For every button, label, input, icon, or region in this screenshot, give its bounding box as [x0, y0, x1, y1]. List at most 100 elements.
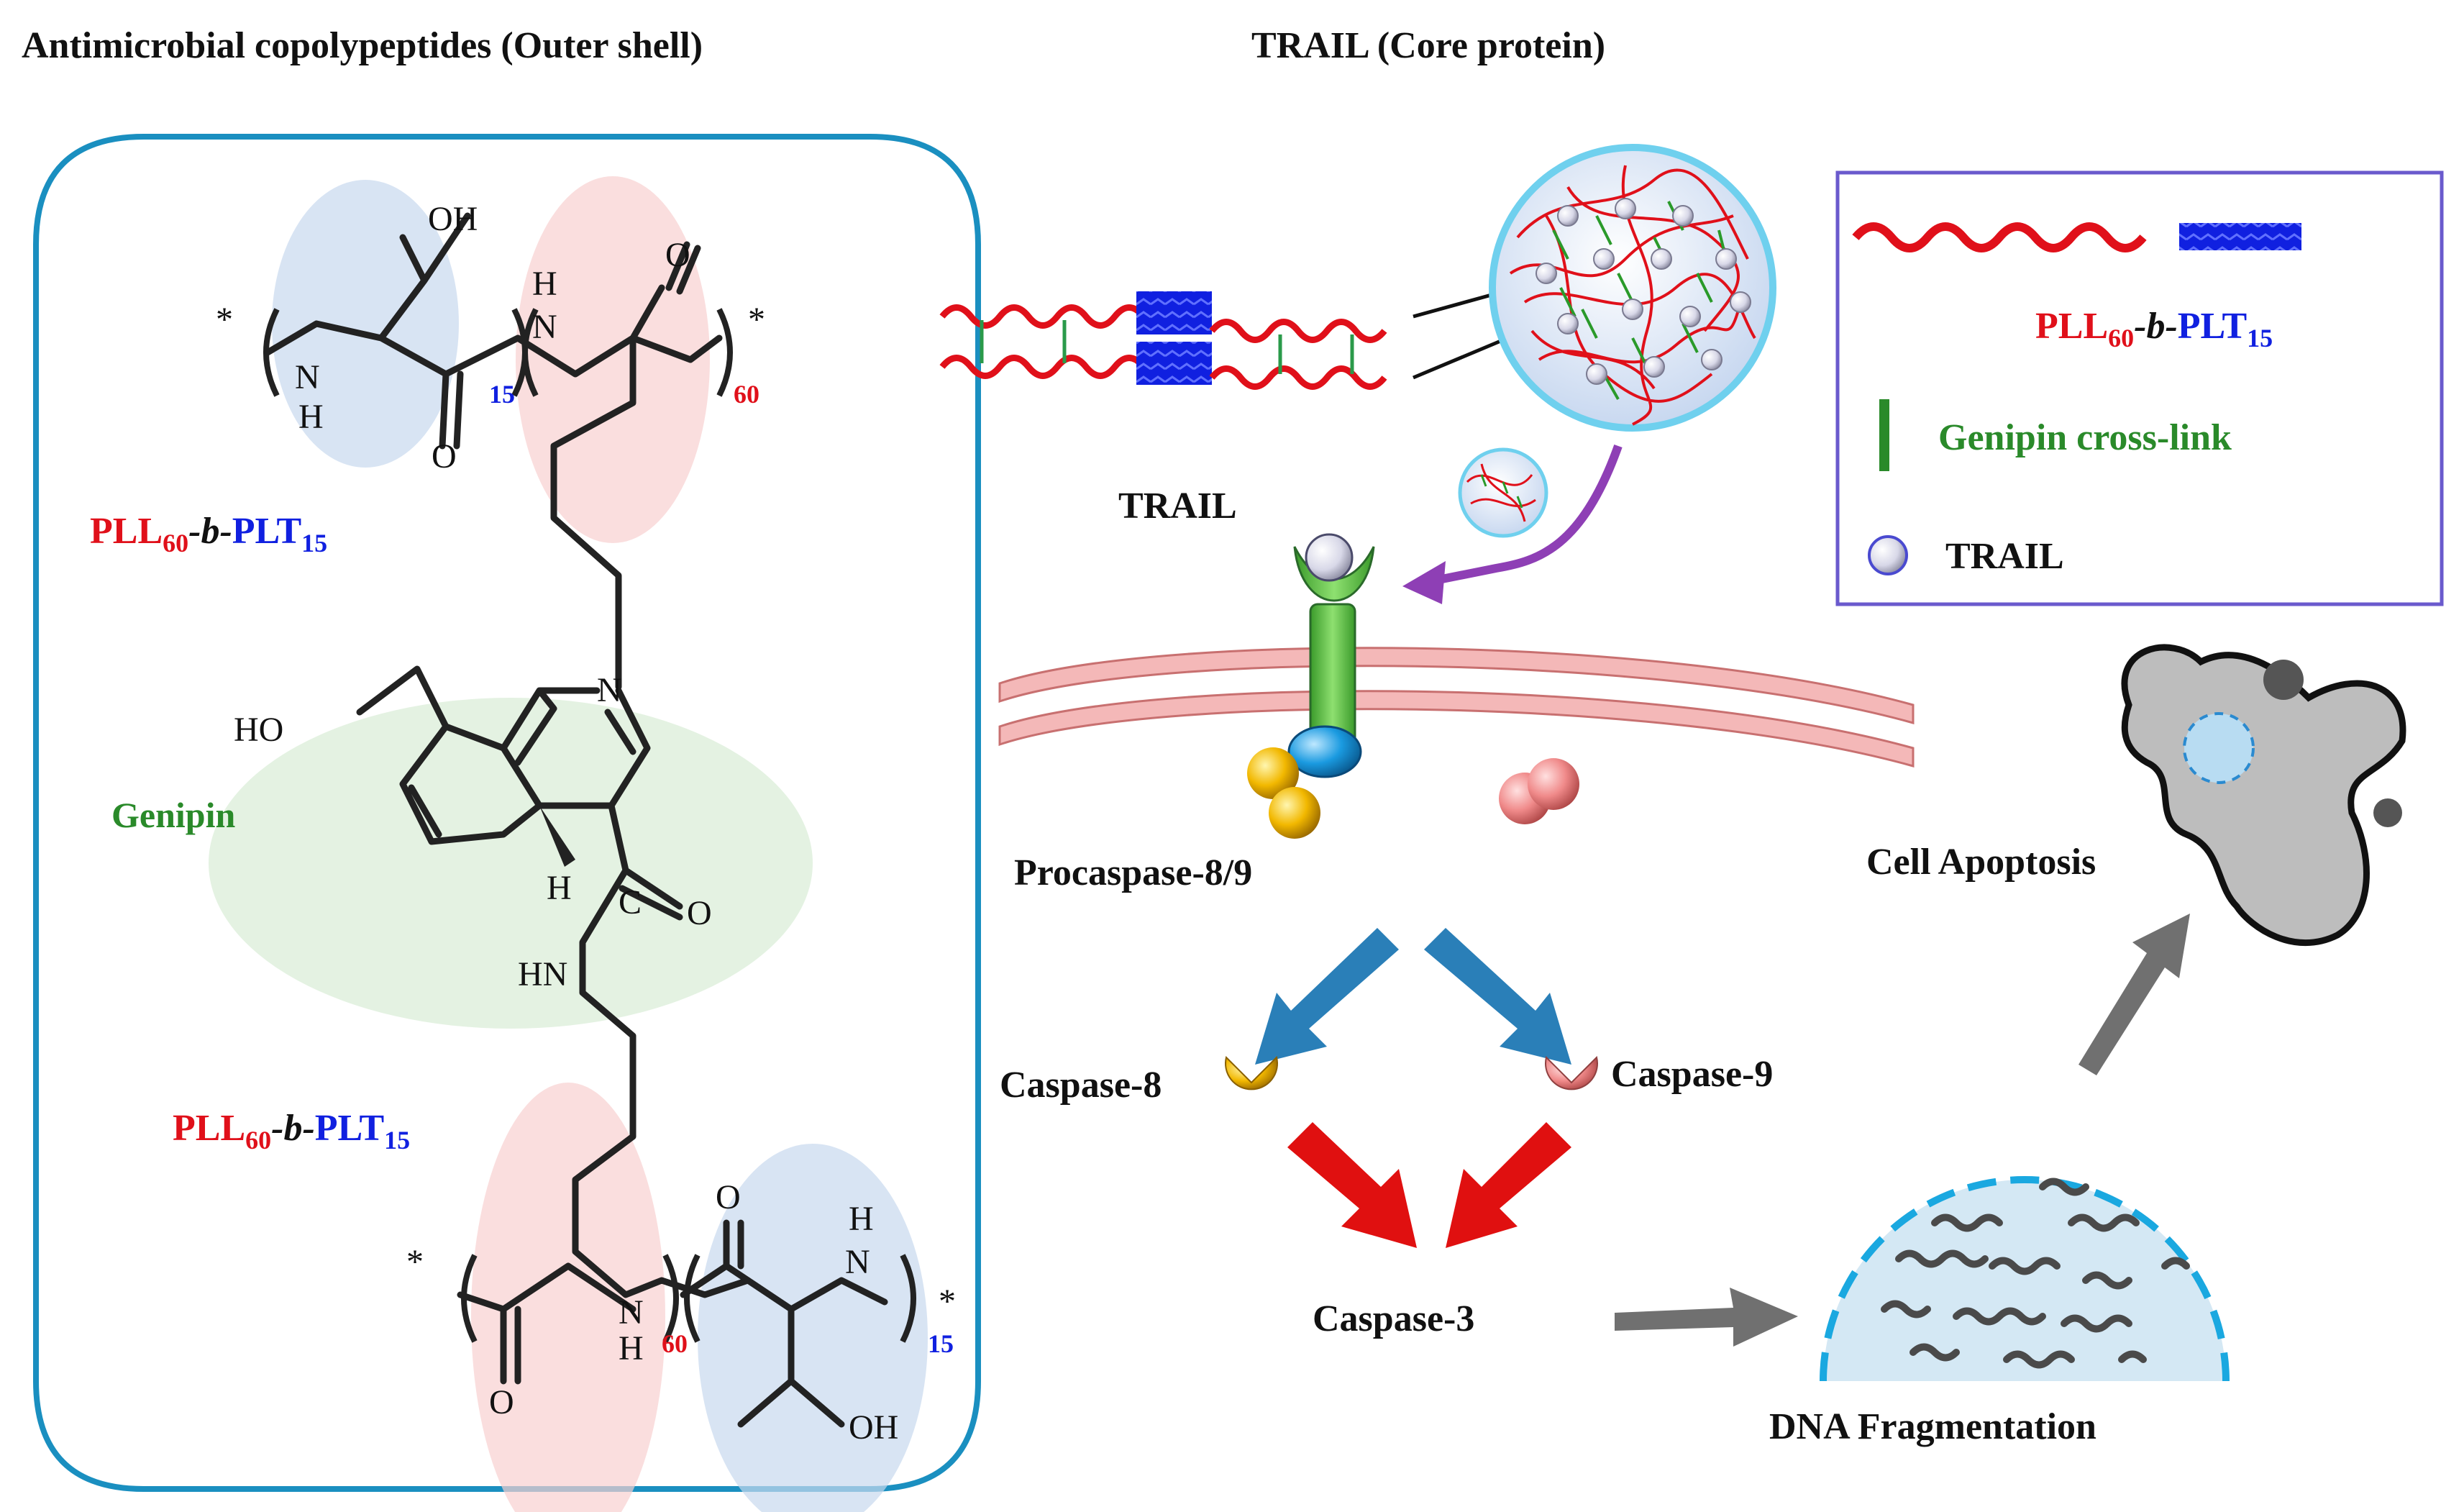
atom-h-bottom-right: H — [849, 1200, 874, 1238]
apoptotic-cell — [2121, 644, 2406, 946]
atom-n-bottom-mid: N — [619, 1293, 644, 1331]
outer-shell-heading: Antimicrobial copolypeptides (Outer shel… — [22, 25, 703, 66]
dna-fragmentation-label: DNA Fragmentation — [1769, 1406, 2096, 1447]
red-chain-lower-left — [939, 355, 1175, 379]
adaptor-protein — [1287, 725, 1362, 778]
genipin-highlight — [209, 698, 813, 1029]
nanoparticle-sphere — [1489, 144, 1776, 432]
dna-fragmentation-nucleus — [1820, 1176, 2230, 1382]
caspase9-label: Caspase-9 — [1611, 1054, 1773, 1095]
core-protein-heading: TRAIL (Core protein) — [1251, 25, 1605, 66]
caspase9-icon — [1545, 1056, 1598, 1090]
subscript-15-bottom: 15 — [928, 1329, 954, 1358]
red-chain-lower-right — [1209, 365, 1387, 390]
atom-n-top-left: N — [295, 358, 320, 396]
atom-o-top-right: O — [665, 236, 690, 274]
procaspase-label: Procaspase-8/9 — [1014, 852, 1252, 893]
procaspase8-ball-1 — [1247, 747, 1299, 799]
bottom-bracket-right — [900, 1254, 916, 1343]
legend-genipin-swatch — [1879, 399, 1889, 471]
apoptotic-nucleus — [2183, 712, 2255, 784]
plt-block-schematic-upper — [1136, 291, 1212, 334]
caspase8-icon — [1225, 1056, 1278, 1090]
atom-h-bottom-mid: H — [619, 1329, 644, 1367]
arrow-caspase9-to-caspase3 — [1446, 1122, 1571, 1248]
atom-star-top-left: * — [216, 301, 233, 339]
atom-n-bottom-right: N — [845, 1243, 870, 1281]
plt-block-schematic-lower — [1136, 342, 1212, 385]
cell-apoptosis-label: Cell Apoptosis — [1866, 842, 2096, 883]
atom-c-genipin: C — [619, 883, 642, 921]
crosslinked-chains-schematic — [939, 286, 1525, 390]
uptake-arrowhead — [1402, 561, 1446, 604]
dna-fragments — [1881, 1178, 2190, 1369]
apoptotic-cell-body — [2121, 644, 2406, 946]
legend-copolymer-chain — [1852, 222, 2147, 252]
arrow-caspase8-to-caspase3 — [1287, 1122, 1417, 1248]
cell-membrane-outer — [998, 647, 1915, 724]
copolymer-label-top: PLL60-b-PLT15 — [90, 511, 327, 557]
copolymer-label-bottom: PLL60-b-PLT15 — [173, 1108, 410, 1155]
legend-trail-label: TRAIL — [1945, 536, 2064, 577]
nanoparticle-large — [1489, 144, 1776, 432]
atom-star-bottom-right: * — [939, 1283, 956, 1321]
atom-h-genipin: H — [547, 869, 572, 907]
uptake-arrow — [1430, 444, 1623, 586]
pll-unit-highlight-top — [516, 176, 710, 543]
atom-o-genipin: O — [687, 894, 712, 932]
arrow-dna-to-apoptosis — [2079, 914, 2190, 1075]
cell-membrane-inner — [998, 690, 1915, 768]
atom-o-top-left: O — [432, 437, 457, 475]
procaspase8-ball-2 — [1269, 787, 1320, 839]
subscript-60-top: 60 — [734, 380, 759, 409]
bottom-chain-bonds — [457, 1219, 888, 1428]
legend-box: PLL60-b-PLT15 Genipin cross-link TRAIL — [1835, 170, 2444, 606]
trail-receptor-label: TRAIL — [1118, 486, 1237, 527]
legend-copolymer-label: PLL60-b-PLT15 — [2035, 306, 2273, 352]
atom-star-top-right: * — [748, 301, 765, 339]
atom-oh-top: OH — [428, 200, 478, 238]
nanoparticle-small-links — [1480, 474, 1523, 509]
arrow-to-caspase8 — [1255, 928, 1399, 1065]
caspase3-label: Caspase-3 — [1313, 1298, 1474, 1339]
top-bracket-left — [263, 308, 280, 397]
death-receptor — [1247, 533, 1375, 839]
bottom-bracket-left — [461, 1254, 478, 1343]
nucleus-dashed-edge — [1820, 1176, 2230, 1382]
plt-unit-highlight-bottom — [698, 1144, 928, 1512]
atom-oh-bottom: OH — [849, 1408, 898, 1447]
legend-plt-block — [2179, 223, 2301, 250]
nanoparticle-trail-balls — [1536, 198, 1751, 385]
arrow-caspase3-to-dna — [1615, 1288, 1798, 1347]
bottom-bracket-mid2 — [684, 1254, 701, 1343]
outer-shell-structure-panel: * OH N H O 15 H N O * 60 PLL60-b-PLT15 N… — [33, 134, 981, 1512]
atom-o-bottom-left: O — [489, 1383, 514, 1421]
bound-trail-ball — [1305, 533, 1354, 582]
atom-ho-genipin: HO — [234, 711, 283, 749]
atom-star-bottom-left: * — [406, 1243, 424, 1281]
top-bracket-mid2 — [522, 308, 539, 397]
genipin-stereo-wedge — [539, 806, 575, 867]
procaspase9-cluster — [1499, 758, 1579, 824]
caspase8-label: Caspase-8 — [1000, 1065, 1162, 1106]
arrow-to-caspase9 — [1424, 928, 1571, 1065]
nanoparticle-small — [1458, 447, 1548, 538]
apoptotic-body-2 — [2373, 798, 2402, 827]
atom-n-top-mid: N — [532, 308, 557, 346]
red-chain-upper-right — [1209, 319, 1387, 343]
legend-trail-swatch — [1868, 535, 1908, 575]
atom-hn-genipin: HN — [518, 955, 567, 993]
top-chain-bonds — [264, 212, 723, 673]
atom-n-genipin: N — [597, 671, 622, 709]
atom-h-top-left: H — [298, 398, 324, 436]
subscript-60-bottom: 60 — [662, 1329, 688, 1358]
atom-h-top-mid: H — [532, 265, 557, 303]
genipin-crosslinks-schematic — [980, 320, 1354, 374]
nucleus-half-disc — [1823, 1180, 2226, 1381]
procaspase9-ball-2 — [1528, 758, 1579, 810]
red-chain-upper-left — [939, 304, 1175, 329]
atom-o-bottom-right: O — [716, 1178, 741, 1216]
apoptotic-body-1 — [2263, 660, 2304, 700]
bottom-bracket-mid — [662, 1254, 679, 1343]
